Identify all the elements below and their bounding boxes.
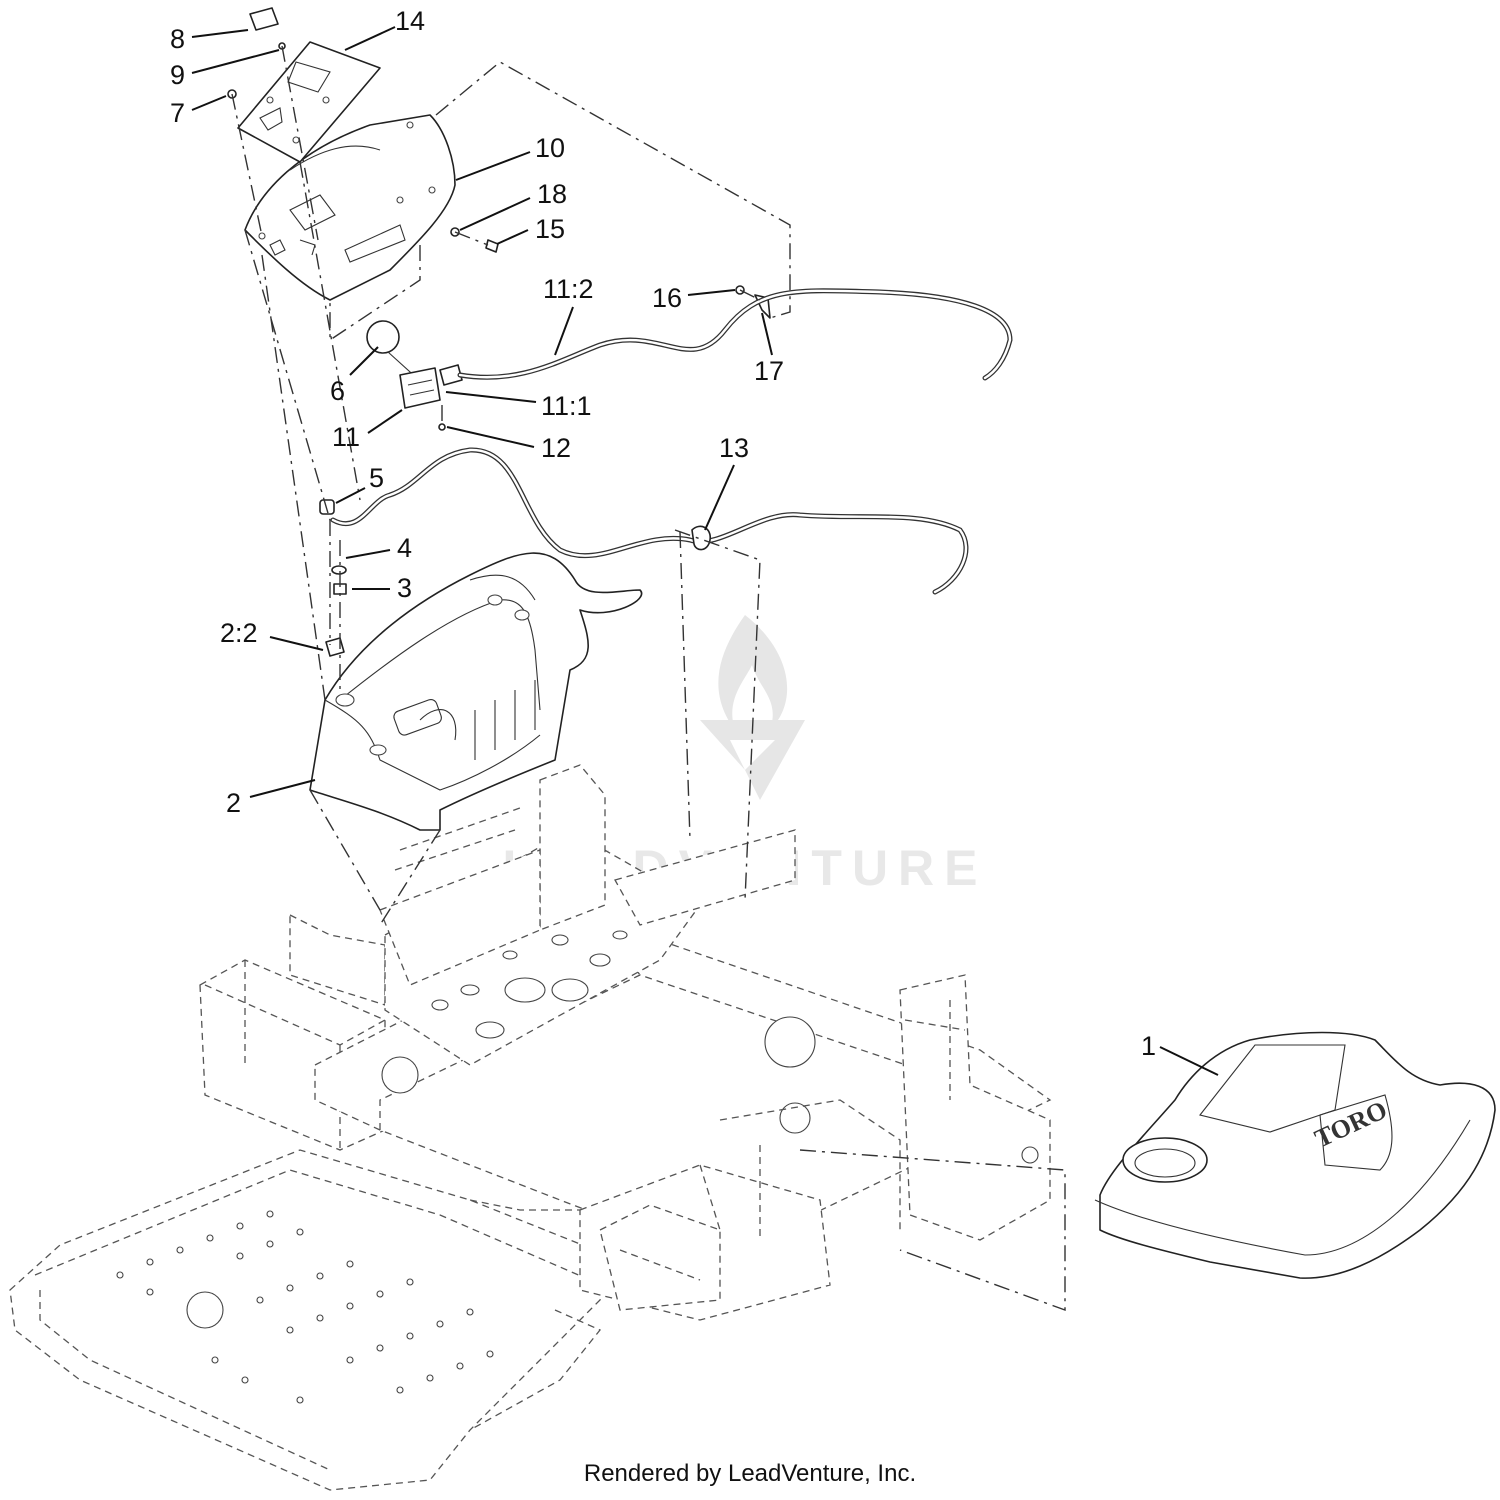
callout-12: 12 <box>541 433 571 463</box>
callout-6: 6 <box>330 376 345 406</box>
callout-3: 3 <box>397 573 412 603</box>
leader-lines <box>191 26 1219 1076</box>
callout-10: 10 <box>535 133 565 163</box>
callout-7: 7 <box>170 98 185 128</box>
cables <box>330 288 1013 595</box>
callout-5: 5 <box>369 463 384 493</box>
callout-9: 9 <box>170 60 185 90</box>
callout-2: 2 <box>226 788 241 818</box>
part-4-washer <box>331 565 347 575</box>
assembly-lines <box>231 45 1066 1311</box>
callout-18: 18 <box>537 179 567 209</box>
callout-8: 8 <box>170 24 185 54</box>
part-15-screw <box>485 239 499 253</box>
part-11-throttle-lever <box>366 320 463 409</box>
plate-holes <box>431 930 628 1039</box>
footplate-holes <box>116 1210 494 1404</box>
part-8-knob <box>249 7 279 31</box>
part-1-console-cover: TORO <box>1094 1031 1496 1279</box>
callout-11-2: 11:2 <box>543 274 594 304</box>
callout-16: 16 <box>652 283 682 313</box>
footer-credit: Rendered by LeadVenture, Inc. <box>583 1460 917 1487</box>
callout-11-1: 11:1 <box>541 391 592 421</box>
callout-11: 11 <box>332 422 360 452</box>
callout-4: 4 <box>397 533 412 563</box>
part-2-console-pan <box>309 552 643 831</box>
part-13-cable-tie <box>691 525 711 551</box>
part-5-grommet <box>319 499 335 515</box>
part-6-knob <box>366 320 400 354</box>
part-12-nut <box>438 423 446 431</box>
callout-17: 17 <box>754 356 784 386</box>
callout-labels: 1 2 2:2 3 4 5 6 7 8 9 10 11 11:1 11:2 12… <box>170 6 1156 1061</box>
callout-14: 14 <box>395 6 425 36</box>
callout-2-2: 2:2 <box>220 618 258 648</box>
part-2-2-clip <box>325 637 345 657</box>
mower-frame <box>9 764 1052 1491</box>
callout-13: 13 <box>719 433 749 463</box>
part-3-nut <box>333 583 347 595</box>
callout-1: 1 <box>1141 1031 1156 1061</box>
callout-15: 15 <box>535 214 565 244</box>
part-10-control-panel <box>244 114 456 301</box>
